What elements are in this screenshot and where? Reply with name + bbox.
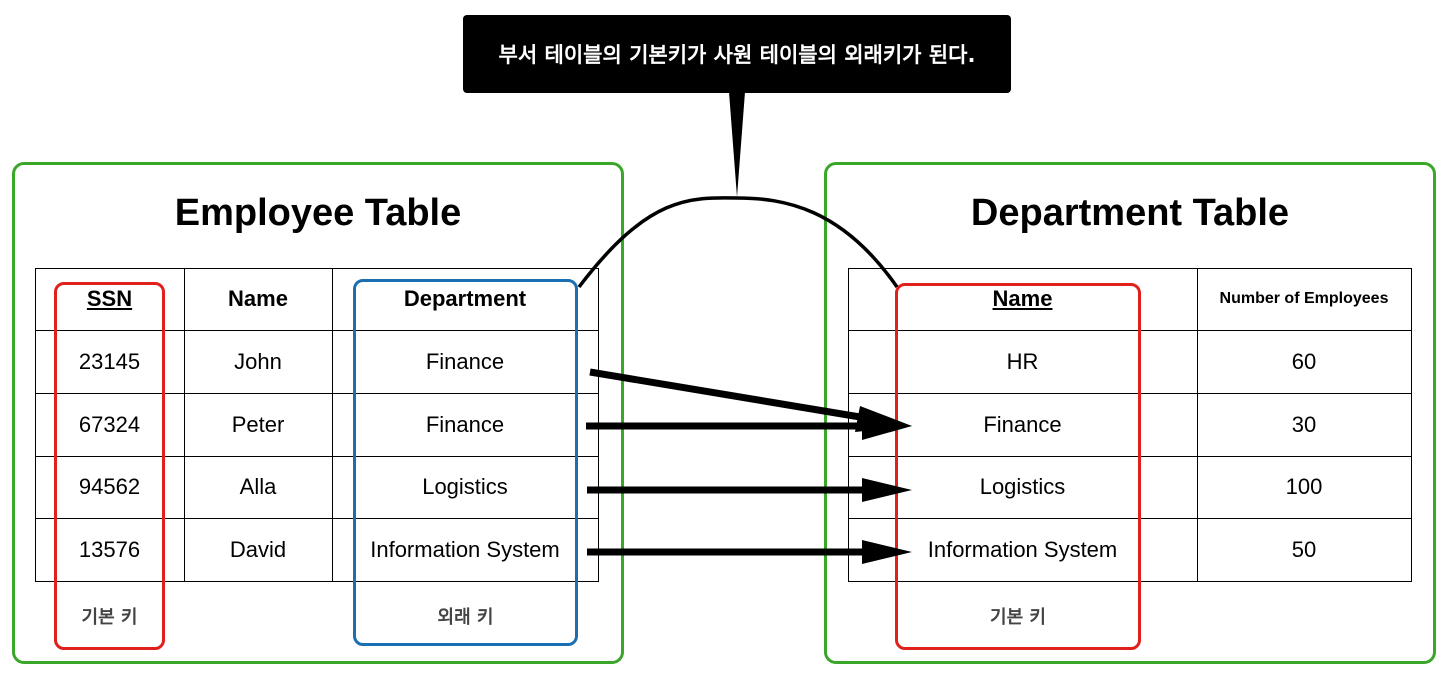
department-cell-name: HR bbox=[1006, 348, 1039, 374]
callout-pointer bbox=[729, 92, 745, 197]
employee-table-title: Employee Table bbox=[174, 192, 462, 234]
department-primary-key-label: 기본 키 bbox=[990, 607, 1046, 628]
reference-arrow-4 bbox=[587, 540, 912, 564]
department-cell-count: 30 bbox=[1291, 411, 1317, 437]
reference-arrow-2 bbox=[586, 412, 912, 440]
employee-cell-name: John bbox=[234, 348, 282, 374]
department-cell-name: Finance bbox=[983, 411, 1062, 437]
reference-arrow-3 bbox=[587, 478, 912, 502]
employee-cell-department: Finance bbox=[425, 348, 505, 374]
employee-cell-ssn: 67324 bbox=[78, 411, 141, 437]
callout-text: 부서 테이블의 기본키가 사원 테이블의 외래키가 된다. bbox=[498, 43, 976, 67]
employee-primary-key-highlight bbox=[54, 282, 165, 650]
department-header-number-of-employees: Number of Employees bbox=[1219, 290, 1389, 307]
employee-cell-ssn: 94562 bbox=[78, 474, 141, 499]
employee-cell-department: Finance bbox=[425, 411, 505, 437]
employee-cell-name: David bbox=[229, 536, 287, 562]
department-table-title: Department Table bbox=[970, 192, 1290, 234]
employee-cell-department: Logistics bbox=[422, 474, 508, 499]
department-cell-count: 50 bbox=[1291, 536, 1317, 562]
employee-cell-ssn: 13576 bbox=[78, 536, 141, 562]
employee-primary-key-label: 기본 키 bbox=[81, 607, 138, 628]
employee-foreign-key-label: 외래 키 bbox=[437, 607, 494, 628]
employee-header-name: Name bbox=[228, 286, 288, 311]
department-cell-name: Logistics bbox=[979, 474, 1066, 499]
employee-cell-name: Peter bbox=[231, 411, 285, 437]
employee-foreign-key-highlight bbox=[353, 279, 578, 646]
department-cell-count: 60 bbox=[1291, 348, 1317, 374]
employee-cell-name: Alla bbox=[239, 474, 277, 499]
employee-cell-department: Information System bbox=[370, 536, 560, 562]
employee-header-department: Department bbox=[403, 286, 527, 311]
employee-header-ssn: SSN bbox=[86, 286, 133, 311]
relationship-arc bbox=[577, 196, 899, 289]
department-cell-count: 100 bbox=[1285, 474, 1323, 499]
department-header-name: Name bbox=[992, 286, 1053, 311]
callout-box: 부서 테이블의 기본키가 사원 테이블의 외래키가 된다. bbox=[463, 15, 1011, 93]
employee-cell-ssn: 23145 bbox=[78, 348, 141, 374]
department-primary-key-highlight bbox=[895, 283, 1141, 650]
employee-table-panel bbox=[12, 162, 624, 664]
department-cell-name: Information System bbox=[927, 536, 1118, 562]
